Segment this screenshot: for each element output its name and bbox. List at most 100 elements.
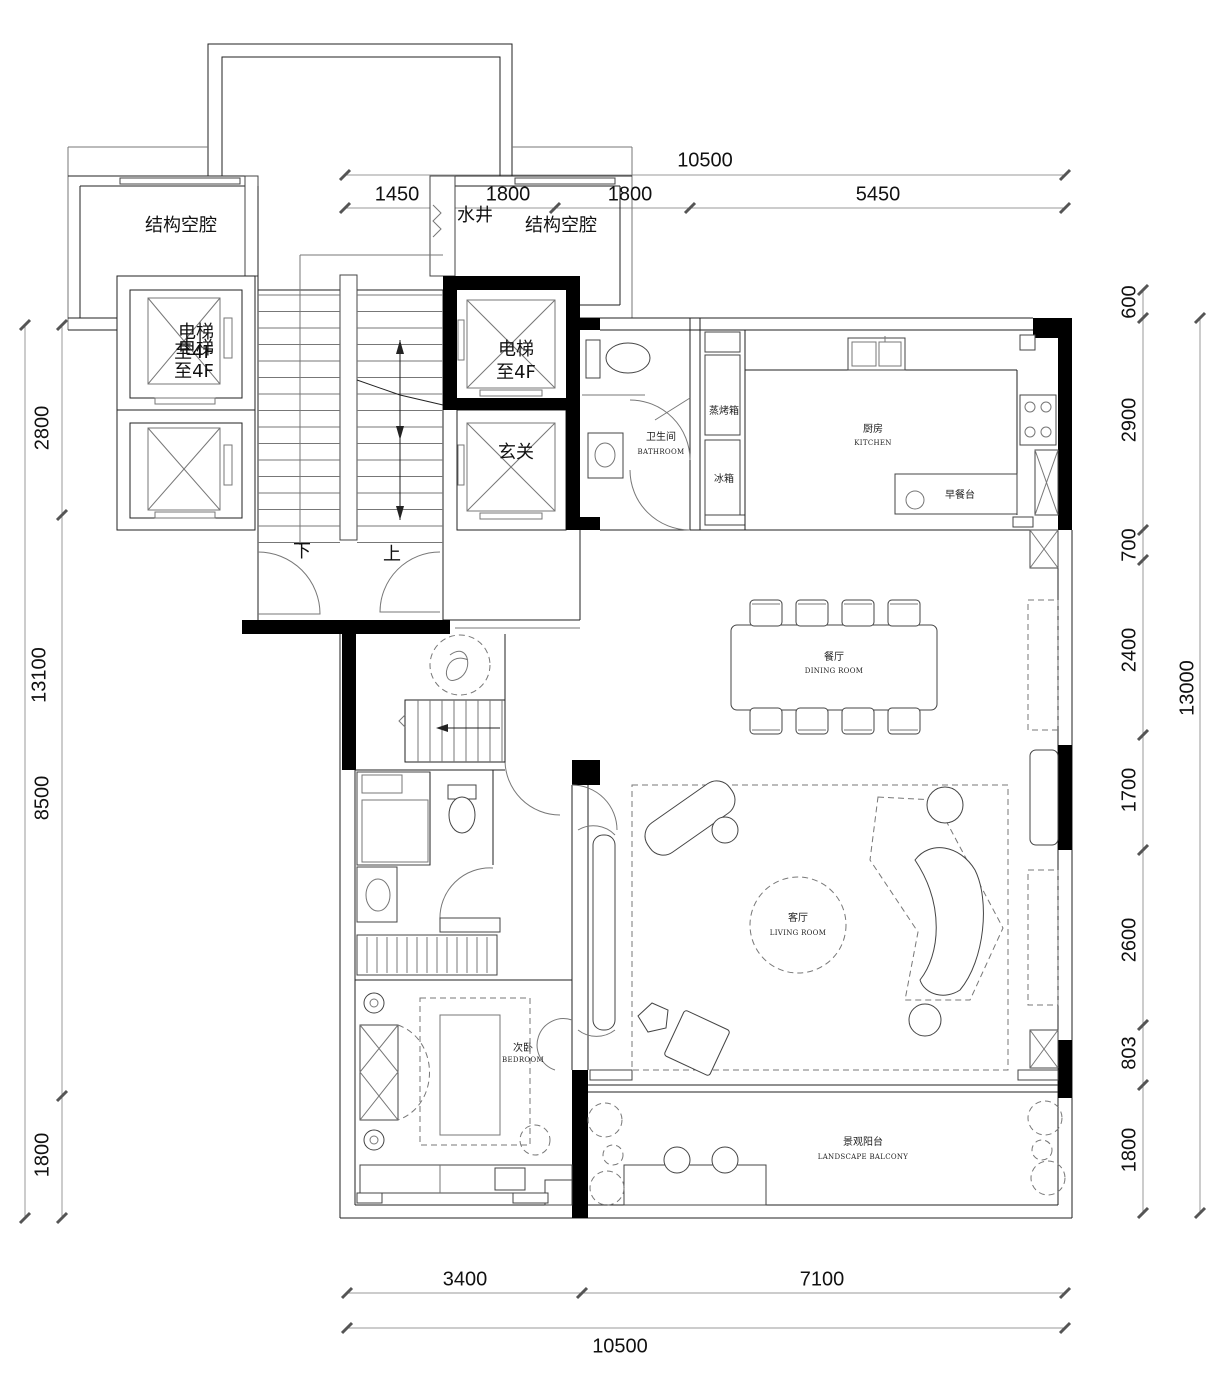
cabinet-cross (1034, 449, 1059, 516)
dimension-tick (1193, 1206, 1207, 1220)
elevator-right-dest: 至4F (496, 362, 536, 383)
dining-chair (795, 599, 829, 627)
wall (566, 517, 600, 530)
door-swing-arc[interactable] (577, 1029, 616, 1037)
dining-chair (749, 599, 783, 627)
dimension-tick (1136, 1078, 1150, 1092)
nightstand-lamp (363, 992, 385, 1014)
elevator-cross (466, 422, 556, 512)
fridge-label: 冰箱 (714, 472, 734, 485)
shaft-break-line (432, 204, 442, 238)
lower-stair (404, 699, 506, 763)
door-leaf[interactable] (654, 397, 691, 421)
bed (419, 997, 531, 1146)
cabinet-cross (1029, 529, 1059, 569)
elevator-bank-right: 电梯 至4F 玄关 (456, 299, 567, 531)
living-room: 客厅 LIVING ROOM (504, 749, 1059, 1081)
round-plant (429, 634, 491, 696)
bedroom-stool (519, 1124, 551, 1156)
parapet-hatch (119, 177, 241, 185)
elevator-bank-left: 电梯 至4F 电梯 至4F (116, 275, 256, 531)
stair-arrow (396, 426, 404, 440)
radiator (589, 1069, 633, 1081)
structural-cavity-right-label: 结构空腔 (525, 215, 597, 236)
door-swing-arc[interactable] (571, 784, 618, 831)
bathroom-label-en: BATHROOM (638, 448, 685, 456)
radiator (356, 1192, 383, 1204)
dining-room-label-en: DINING ROOM (805, 667, 863, 675)
elevator-right-name: 电梯 (498, 339, 534, 360)
parapet-hatch (514, 177, 616, 185)
elevator-cab (466, 299, 556, 389)
elevator-panel (457, 319, 465, 361)
upper-protrusion (67, 43, 633, 330)
landscape-balcony: 景观阳台 LANDSCAPE BALCONY (587, 1100, 1066, 1206)
dim-left-segment: 8500 (31, 776, 53, 821)
nightstand-lamp (363, 1129, 385, 1151)
wall (443, 276, 580, 290)
balcony-counter (623, 1164, 767, 1206)
elevator-cross (466, 299, 556, 389)
radiator (1017, 1069, 1059, 1081)
dimension-tick (1058, 1286, 1072, 1300)
chaise-lounge (644, 780, 736, 856)
wall (443, 276, 457, 410)
elevator-cab (466, 422, 556, 512)
door-swing-arc[interactable] (629, 469, 691, 531)
water-shaft (429, 175, 456, 277)
bathroom-label-zh: 卫生间 (646, 430, 676, 443)
sink-bowl (851, 341, 877, 367)
breakfast-bar (894, 473, 1018, 515)
dimension-tick (338, 201, 352, 215)
wall (572, 1070, 588, 1218)
dim-bottom-total: 10500 (592, 1335, 648, 1357)
dining-chair (887, 599, 921, 627)
stair-down-label: 下 (293, 541, 311, 562)
steam-oven-label: 蒸烤箱 (709, 404, 739, 417)
door-swing-arc[interactable] (536, 1018, 573, 1071)
door-swing-arc[interactable] (439, 867, 494, 921)
radiator (1012, 516, 1034, 528)
storage-grid (366, 937, 488, 973)
toilet-bowl (605, 342, 651, 374)
elevator-panel (457, 444, 465, 486)
dimension-tick (1058, 168, 1072, 182)
dim-right-segment: 803 (1118, 1036, 1140, 1069)
bedroom-label-zh: 次卧 (513, 1041, 533, 1054)
door-swing-arc[interactable] (504, 759, 561, 816)
dimension-tick (18, 318, 32, 332)
stair-break-line (398, 714, 406, 728)
planter (587, 1102, 623, 1138)
elevator-left-1-dest: 至4F (174, 342, 214, 363)
elevator-left-1-name: 电梯 (178, 322, 214, 343)
dimension-tick (575, 1286, 589, 1300)
elevator-panel (223, 444, 233, 486)
dining-chair (749, 707, 783, 735)
door-swing-arc[interactable] (379, 551, 441, 613)
wardrobe-drawer (494, 1167, 526, 1191)
balcony-label-zh: 景观阳台 (843, 1135, 883, 1148)
bathroom-lower (355, 769, 572, 981)
elevator-door (154, 511, 216, 519)
stair-core: 下 上 (257, 186, 444, 620)
coffee-table (749, 876, 847, 974)
dimension-tick (683, 201, 697, 215)
elevator-door (479, 512, 543, 520)
dimension-tick (1136, 311, 1150, 325)
dim-left-segment: 1800 (31, 1133, 53, 1178)
elevator-shaft (116, 275, 256, 531)
door-swing-arc[interactable] (629, 399, 691, 461)
dim-bottom-segment: 3400 (443, 1268, 488, 1290)
door-swing-arc[interactable] (257, 551, 321, 615)
foyer-label: 玄关 (498, 442, 534, 463)
wall (1058, 745, 1072, 850)
dimension-tick (1193, 311, 1207, 325)
door-swing-arc[interactable] (577, 825, 616, 836)
dimension-tick (1136, 1206, 1150, 1220)
planter (602, 1144, 624, 1166)
dimension-tick (1136, 728, 1150, 742)
dining-chairs (749, 599, 921, 735)
elevator-panel (223, 317, 233, 359)
dimension-tick (1136, 1018, 1150, 1032)
